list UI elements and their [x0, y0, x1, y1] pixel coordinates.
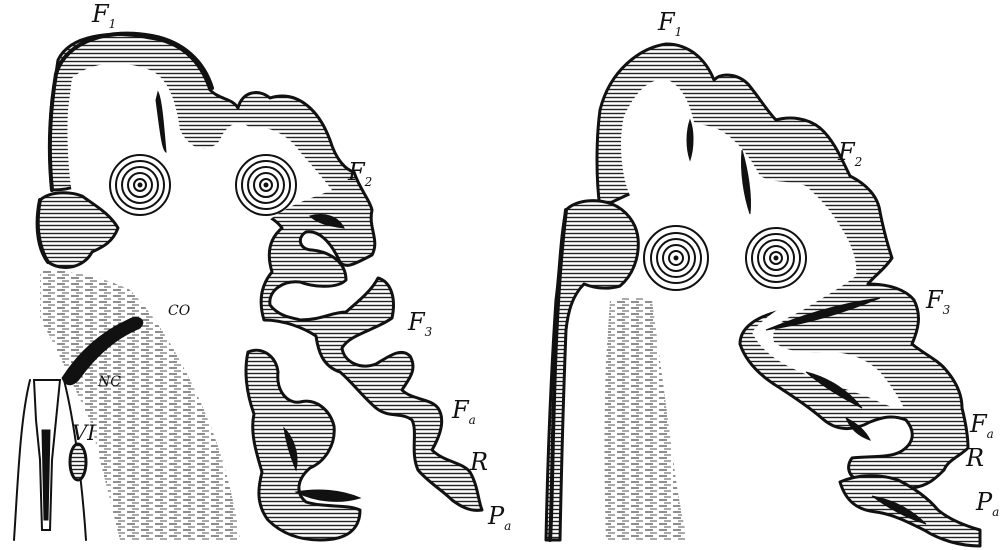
left-label-pa: Pa	[487, 502, 511, 533]
left-label-vi: VI	[72, 421, 96, 445]
left-sulcus-4	[296, 490, 360, 501]
left-nucleus-oval	[70, 444, 86, 480]
left-cortex-insula	[246, 350, 360, 540]
right-fibre-region	[605, 298, 689, 540]
left-section: F1 F2 F3 Fa R Pa CO NC VI	[14, 0, 511, 540]
right-label-pa: Pa	[975, 488, 999, 519]
right-label-f3: F3	[925, 286, 951, 317]
right-label-fa: Fa	[969, 410, 994, 441]
left-label-r: R	[469, 448, 488, 476]
left-label-f1: F1	[91, 0, 116, 31]
lesion-target-icon	[236, 155, 296, 215]
left-ventricle-dark	[42, 430, 50, 520]
left-label-nc: NC	[97, 374, 121, 390]
right-sulcus-1	[687, 120, 693, 160]
left-label-f3: F3	[407, 308, 433, 339]
lesion-target-icon	[110, 155, 170, 215]
left-label-f2: F2	[347, 158, 372, 189]
right-label-f2: F2	[837, 138, 862, 169]
lesion-target-icon	[644, 226, 708, 290]
lesion-target-icon	[746, 228, 806, 288]
left-midline	[14, 380, 30, 540]
right-label-f1: F1	[657, 8, 682, 39]
left-label-co: CO	[168, 303, 191, 319]
left-label-fa: Fa	[451, 396, 476, 427]
right-label-r: R	[965, 444, 984, 472]
right-section: F1 F2 F3 Fa R Pa	[546, 8, 999, 546]
